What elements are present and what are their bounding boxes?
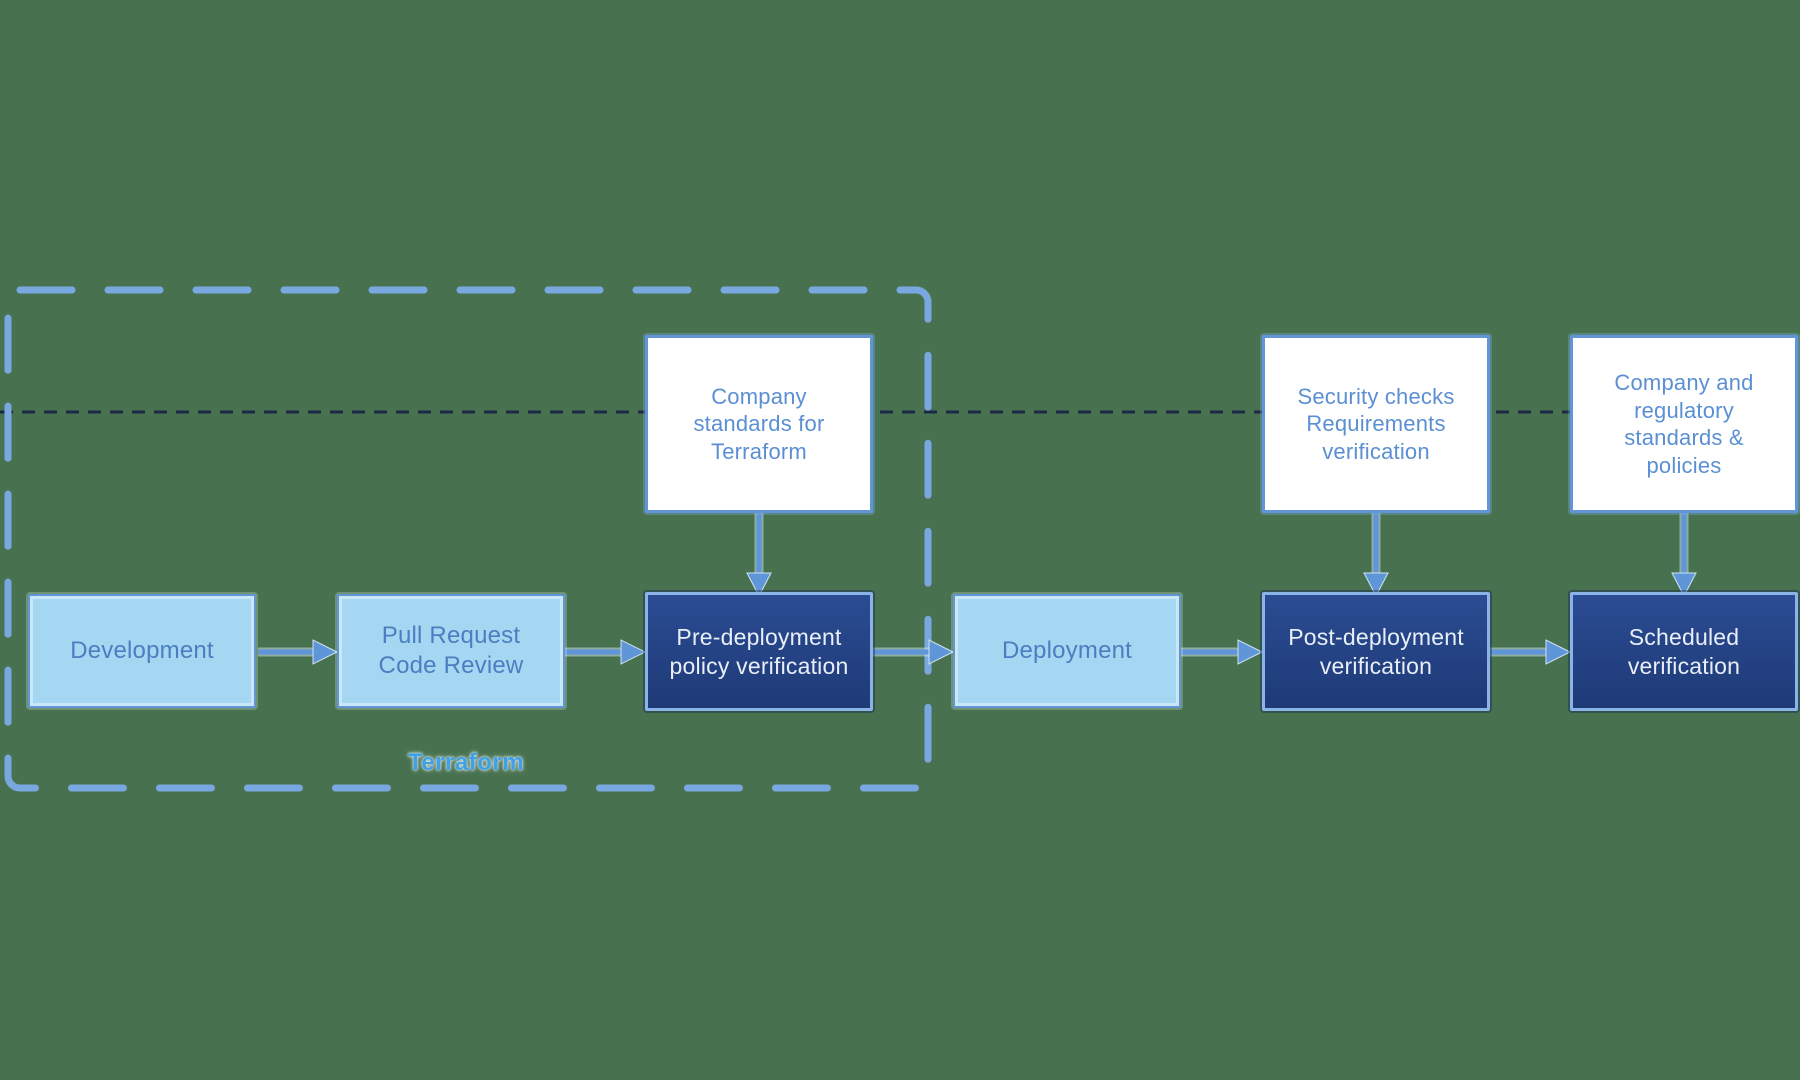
terraform-boundary-box bbox=[4, 286, 932, 792]
node-label: Post-deployment verification bbox=[1288, 623, 1464, 679]
node-label: Scheduled verification bbox=[1627, 623, 1741, 679]
node-development: Development bbox=[28, 594, 256, 708]
background-noise bbox=[0, 278, 1800, 798]
node-label: Development bbox=[70, 637, 214, 664]
node-label: Company standards for Terraform bbox=[693, 383, 825, 464]
terraform-boundary-label: Terraform bbox=[407, 749, 525, 776]
arrow-regulatorystandards-to-scheduled bbox=[1671, 513, 1697, 598]
arrow-deployment-to-postdeployment bbox=[1181, 639, 1264, 665]
arrow-companystandards-to-predeployment bbox=[746, 513, 772, 598]
node-pre-deployment-policy-verification: Pre-deployment policy verification bbox=[645, 592, 873, 711]
arrow-securitychecks-to-postdeployment bbox=[1363, 513, 1389, 598]
node-company-regulatory-standards: Company and regulatory standards & polic… bbox=[1570, 335, 1798, 513]
arrow-pullrequest-to-predeployment bbox=[565, 639, 647, 665]
arrow-predeployment-to-deployment bbox=[873, 639, 955, 665]
node-pull-request-code-review: Pull Request Code Review bbox=[337, 594, 565, 708]
node-label: Security checks Requirements verificatio… bbox=[1297, 383, 1455, 464]
node-post-deployment-verification: Post-deployment verification bbox=[1262, 592, 1490, 711]
node-deployment: Deployment bbox=[953, 594, 1181, 708]
node-label: Pull Request Code Review bbox=[378, 622, 524, 679]
node-label: Pre-deployment policy verification bbox=[669, 623, 849, 679]
node-security-checks-requirements: Security checks Requirements verificatio… bbox=[1262, 335, 1490, 513]
node-label: Company and regulatory standards & polic… bbox=[1614, 370, 1754, 478]
node-scheduled-verification: Scheduled verification bbox=[1570, 592, 1798, 711]
arrow-development-to-pullrequest bbox=[258, 639, 339, 665]
arrow-postdeployment-to-scheduled bbox=[1490, 639, 1572, 665]
node-company-standards-terraform: Company standards for Terraform bbox=[645, 335, 873, 513]
node-label: Deployment bbox=[1001, 637, 1133, 664]
